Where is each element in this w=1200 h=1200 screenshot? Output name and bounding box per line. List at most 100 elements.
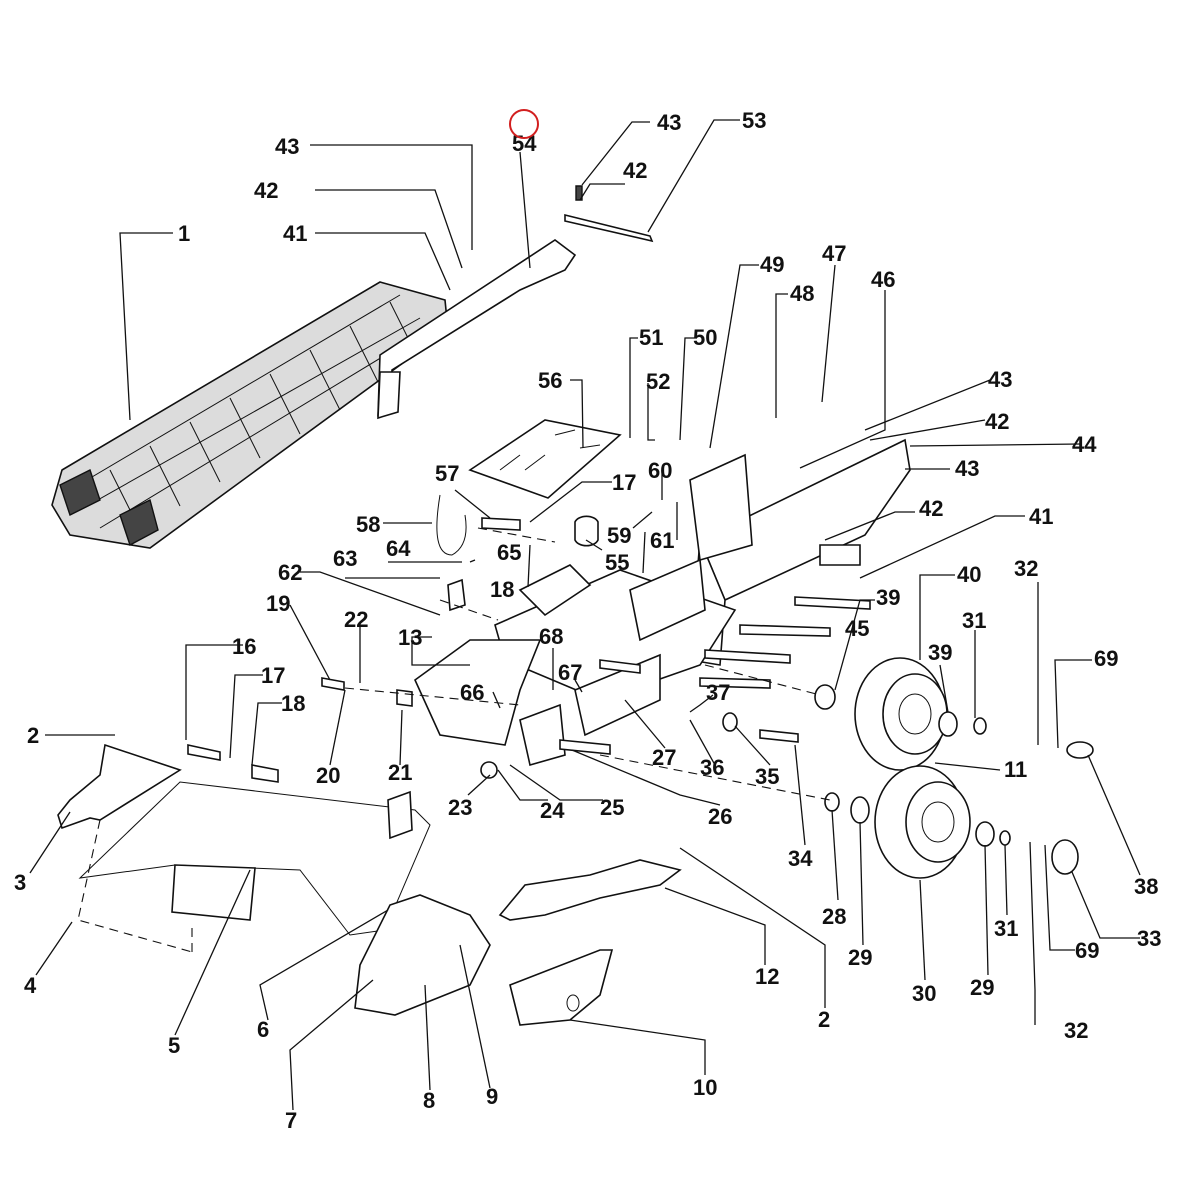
callout-42d: 42	[919, 496, 943, 521]
bolt-57-part	[481, 517, 521, 531]
belt-cover-part	[354, 894, 491, 1016]
callout-51: 51	[639, 325, 663, 350]
bumper-part	[574, 515, 599, 547]
track-part	[51, 281, 449, 549]
callout-28: 28	[822, 904, 846, 929]
bearing-45-part	[814, 684, 836, 710]
callout-2a: 2	[27, 723, 39, 748]
callout-42a: 42	[254, 178, 278, 203]
callout-33: 33	[1137, 926, 1161, 951]
callout-69b: 69	[1075, 938, 1099, 963]
callout-11: 11	[1004, 757, 1027, 782]
leader-lines	[29, 119, 1141, 1111]
callout-43a: 43	[275, 134, 299, 159]
callout-27: 27	[652, 745, 676, 770]
callout-38: 38	[1134, 874, 1158, 899]
callout-46: 46	[871, 267, 895, 292]
callout-58: 58	[356, 512, 380, 537]
callout-32a: 32	[1014, 556, 1038, 581]
callout-22: 22	[344, 607, 368, 632]
callout-31a: 31	[962, 608, 986, 633]
callout-21: 21	[388, 760, 412, 785]
callout-9: 9	[486, 1084, 498, 1109]
callout-36: 36	[700, 755, 724, 780]
callout-43c: 43	[988, 367, 1012, 392]
spacer-21-part	[396, 689, 413, 707]
callout-66: 66	[460, 680, 484, 705]
callout-37: 37	[706, 680, 730, 705]
callout-41a: 41	[283, 221, 307, 246]
callout-labels: 1 2 2 3 4 5 6 7 8 9 10 11 12 13 16 17 17…	[14, 108, 1161, 1133]
callout-55: 55	[605, 550, 629, 575]
callout-59: 59	[607, 523, 631, 548]
nut-35-part	[722, 712, 738, 732]
cap-33-part	[1051, 839, 1079, 875]
callout-18b: 18	[490, 577, 514, 602]
rod-part	[564, 213, 654, 243]
bracket-plate-part	[414, 639, 542, 746]
callout-43b: 43	[657, 110, 681, 135]
callout-17a: 17	[261, 663, 285, 688]
bumper-frame-part	[78, 781, 431, 936]
link-18-part	[251, 764, 279, 783]
callout-42b: 42	[623, 158, 647, 183]
assembly-lines	[77, 527, 831, 953]
callout-1: 1	[178, 221, 190, 246]
upper-wheel-part	[854, 657, 987, 771]
callout-63: 63	[333, 546, 357, 571]
callout-35: 35	[755, 764, 779, 789]
callout-24: 24	[540, 798, 565, 823]
callout-25: 25	[600, 795, 624, 820]
cable-part	[436, 494, 467, 556]
callout-42c: 42	[985, 409, 1009, 434]
bolt-19-part	[321, 677, 345, 691]
callout-52: 52	[646, 369, 670, 394]
callout-26: 26	[708, 804, 732, 829]
callout-17b: 17	[612, 470, 636, 495]
slide-rail-part	[377, 239, 577, 420]
callout-29b: 29	[970, 975, 994, 1000]
callout-20: 20	[316, 763, 340, 788]
callout-12: 12	[755, 964, 779, 989]
cap-38-part	[1066, 741, 1094, 759]
axle-shafts	[559, 596, 871, 755]
callout-19: 19	[266, 591, 290, 616]
callout-45: 45	[845, 616, 869, 641]
callout-29a: 29	[848, 945, 872, 970]
callout-69a: 69	[1094, 646, 1118, 671]
callout-65: 65	[497, 540, 521, 565]
knob-23-part	[480, 761, 498, 779]
callout-68: 68	[539, 624, 563, 649]
lower-plate-part	[498, 859, 682, 921]
stop-part	[447, 578, 466, 612]
callout-18a: 18	[281, 691, 305, 716]
callout-34: 34	[788, 846, 813, 871]
chassis-frame-part	[494, 438, 911, 767]
callout-57: 57	[435, 461, 459, 486]
callout-53: 53	[742, 108, 766, 133]
callout-39a: 39	[876, 585, 900, 610]
callout-61: 61	[650, 528, 674, 553]
callout-3: 3	[14, 870, 26, 895]
bottom-guard-part	[509, 949, 614, 1026]
callout-44: 44	[1072, 432, 1097, 457]
callout-50: 50	[693, 325, 717, 350]
callout-5: 5	[168, 1033, 180, 1058]
callout-6: 6	[257, 1017, 269, 1042]
callout-13: 13	[398, 625, 422, 650]
callout-49: 49	[760, 252, 784, 277]
bolt-34-part	[759, 729, 799, 743]
callout-64: 64	[386, 536, 411, 561]
plate-part	[468, 419, 622, 499]
callout-23: 23	[448, 795, 472, 820]
callout-39b: 39	[928, 640, 952, 665]
bolt-part	[575, 185, 583, 201]
callout-8: 8	[423, 1088, 435, 1113]
highlight-marker	[509, 109, 539, 139]
callout-67: 67	[558, 660, 582, 685]
callout-43d: 43	[955, 456, 979, 481]
callout-48: 48	[790, 281, 814, 306]
spring-16-part	[187, 744, 221, 761]
callout-60: 60	[648, 458, 672, 483]
